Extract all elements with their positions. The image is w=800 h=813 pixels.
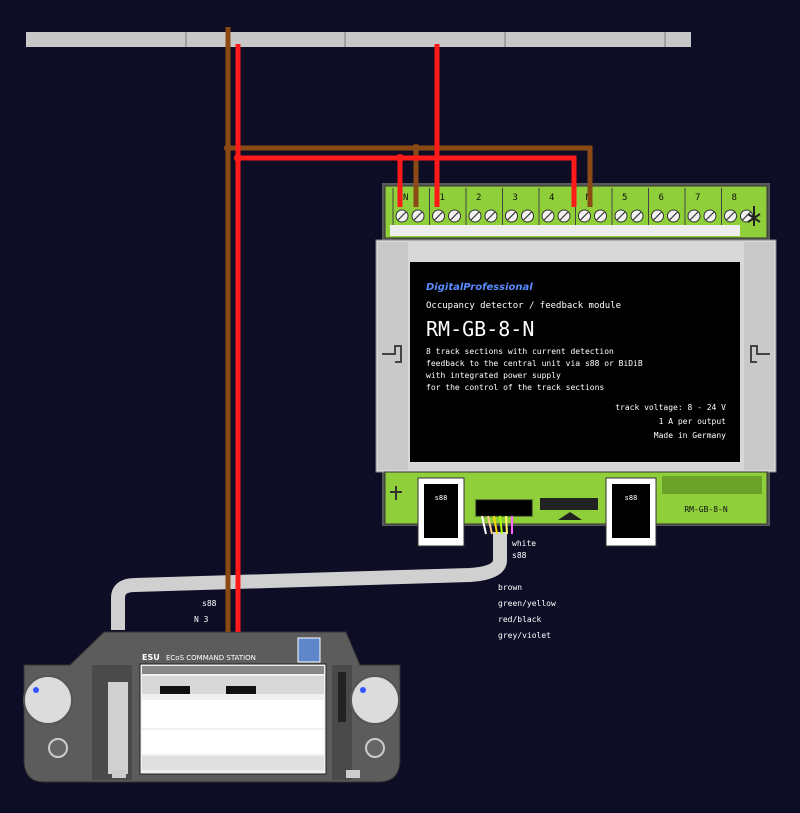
terminal-screw-slot (689, 211, 699, 221)
terminal-screw-slot (470, 211, 480, 221)
track-rail (26, 32, 691, 47)
terminal-screw-slot (596, 211, 605, 221)
terminal-screw-slot (507, 211, 516, 221)
red-wires (235, 44, 577, 632)
terminal-label: 1 (440, 193, 445, 203)
terminal-screw-slot (726, 211, 735, 221)
module-spec-2: Made in Germany (654, 431, 726, 440)
station-label-0: s88 (202, 599, 217, 608)
port-left-label: s88 (435, 494, 448, 502)
terminal-screw-slot (632, 211, 642, 221)
cable-legend-top-1: s88 (512, 551, 527, 560)
cable-legend-top-0: white (512, 539, 536, 548)
terminal-screw-slot (669, 211, 678, 221)
station-brand: ESU (142, 653, 160, 662)
module-spec-0: track voltage: 8 - 24 V (615, 403, 726, 412)
terminal-label: N (403, 193, 408, 203)
terminal-screw-slot (543, 211, 553, 221)
cable-legend-bottom-2: red/black (498, 615, 542, 624)
module-spec-1: 1 A per output (659, 417, 727, 426)
terminal-label: 5 (622, 193, 627, 203)
module-model: RM-GB-8-N (426, 317, 534, 341)
module-label-bottom: RM-GB-8-N (684, 505, 728, 514)
module-brand: DigitalProfessional (426, 282, 533, 293)
terminal-label: 2 (476, 193, 481, 203)
terminal-label: 8 (732, 193, 737, 203)
terminal-label: 3 (513, 193, 518, 203)
terminal-screw-slot (486, 211, 496, 221)
terminal-screw-slot (580, 211, 589, 221)
module-desc-2: with integrated power supply (426, 371, 561, 380)
terminal-screw-slot (413, 211, 423, 221)
terminal-label: 4 (549, 193, 554, 203)
station-label-1: N 3 (194, 615, 209, 624)
terminal-screw-slot (397, 211, 407, 221)
port-right-label: s88 (625, 494, 638, 502)
terminal-strip (390, 225, 740, 236)
terminal-screw-slot (742, 211, 751, 221)
cable-legend-bottom-0: brown (498, 583, 522, 592)
module-desc-3: for the control of the track sections (426, 383, 604, 392)
module-desc-0: 8 track sections with current detection (426, 347, 614, 356)
module-subtitle: Occupancy detector / feedback module (426, 301, 621, 311)
s88-cable (111, 532, 507, 630)
junction-dots (224, 144, 420, 162)
cable-legend-bottom-1: green/yellow (498, 599, 556, 608)
terminal-screw-slot (434, 211, 443, 221)
terminal-label: 7 (695, 193, 700, 203)
ribbon-wires (481, 515, 513, 535)
terminal-screw-slot (705, 211, 715, 221)
cable-legend-bottom-3: grey/violet (498, 631, 551, 640)
terminal-screw-slot (559, 211, 569, 221)
terminal-label: 6 (659, 193, 664, 203)
command-station (23, 631, 401, 783)
module-desc-1: feedback to the central unit via s88 or … (426, 359, 643, 368)
terminal-screw-slot (523, 211, 532, 221)
terminal-screw-slot (653, 211, 662, 221)
terminal-screw-slot (450, 211, 459, 221)
terminal-screw-slot (616, 211, 626, 221)
station-name: ECoS COMMAND STATION (166, 654, 256, 662)
